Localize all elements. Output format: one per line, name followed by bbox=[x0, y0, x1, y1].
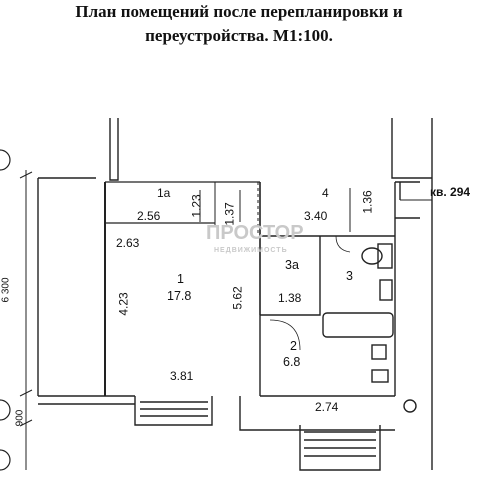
dim-6300: 6 300 bbox=[0, 277, 12, 303]
room-3a-area: 1.38 bbox=[278, 291, 302, 305]
dim-900: 900 bbox=[14, 409, 26, 427]
room-1a-id: 1а bbox=[157, 186, 171, 200]
dim-4-23: 4.23 bbox=[116, 292, 131, 316]
dim-1-37: 1.37 bbox=[222, 202, 237, 226]
room-4-id: 4 bbox=[322, 186, 329, 200]
room-3a-id: 3а bbox=[285, 258, 299, 272]
neighbor-label: кв. 294 bbox=[430, 185, 471, 199]
room-2-id: 2 bbox=[290, 339, 297, 353]
dim-2-74: 2.74 bbox=[315, 400, 339, 414]
plan-title-line-2: переустройства. М1:100. bbox=[145, 26, 333, 45]
watermark-tagline: НЕДВИЖИМОСТЬ bbox=[214, 247, 288, 254]
dim-1-36: 1.36 bbox=[360, 190, 375, 214]
room-1-id: 1 bbox=[177, 272, 184, 286]
dim-5-62: 5.62 bbox=[230, 286, 245, 310]
room-3-id: 3 bbox=[346, 269, 353, 283]
dim-3-81: 3.81 bbox=[170, 369, 194, 383]
room-4-area: 3.40 bbox=[304, 209, 328, 223]
dim-1-23: 1.23 bbox=[189, 194, 204, 218]
room-1-area: 17.8 bbox=[167, 289, 192, 303]
plan-title-line-1: План помещений после перепланировки и bbox=[75, 2, 403, 21]
room-1a-area: 2.56 bbox=[137, 209, 161, 223]
watermark-brand: ПРОСТОР bbox=[206, 222, 304, 244]
dim-2-63: 2.63 bbox=[116, 236, 140, 250]
room-2-area: 6.8 bbox=[283, 355, 301, 369]
